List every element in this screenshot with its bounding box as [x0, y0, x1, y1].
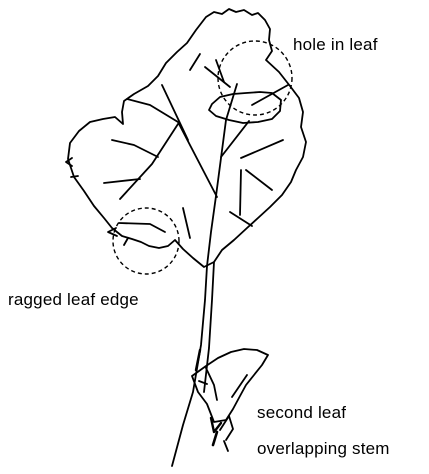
- second-leaf-label: second leaf: [257, 403, 346, 423]
- leaf-hole: [209, 92, 281, 123]
- ragged-edge-label: ragged leaf edge: [8, 290, 139, 310]
- ragged-edge-callout-circle: [113, 208, 179, 274]
- stem: [172, 266, 207, 466]
- midrib: [207, 120, 226, 266]
- hole-label: hole in leaf: [293, 35, 378, 55]
- overlapping-stem-label: overlapping stem: [257, 439, 390, 459]
